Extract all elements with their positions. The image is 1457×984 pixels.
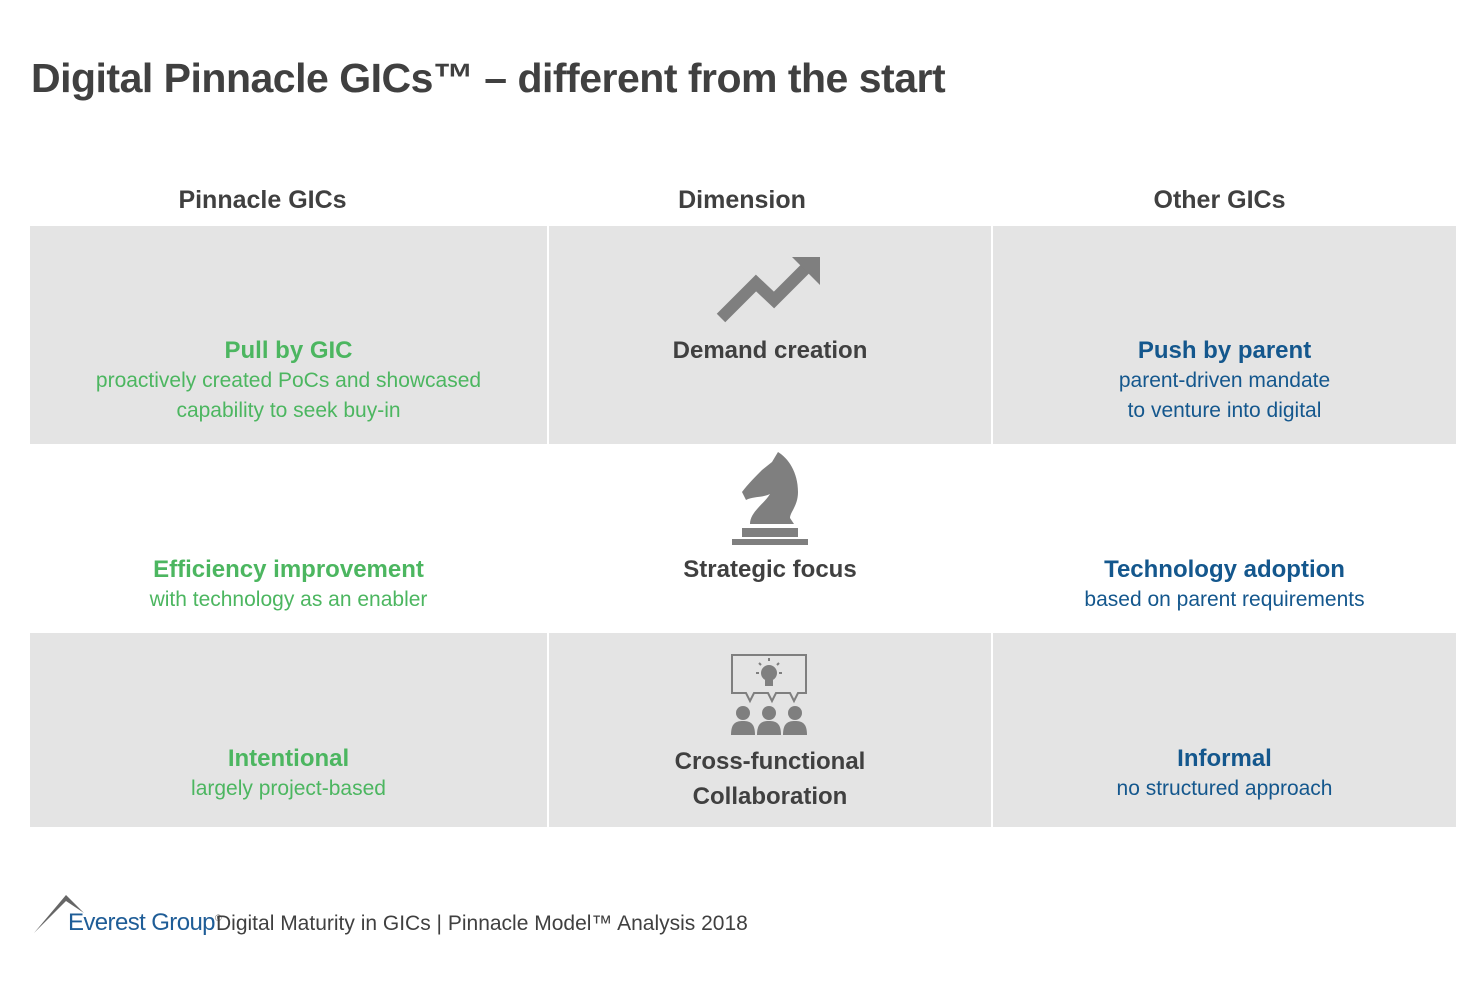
pinnacle-cell: Intentional largely project-based bbox=[30, 633, 547, 827]
registered-mark: ® bbox=[214, 913, 222, 923]
dimension-cell: Strategic focus bbox=[549, 444, 991, 633]
page-title: Digital Pinnacle GICs™ – different from … bbox=[31, 55, 946, 101]
pinnacle-detail: proactively created PoCs and showcased bbox=[95, 369, 482, 392]
column-header-pinnacle: Pinnacle GICs bbox=[178, 186, 347, 214]
pinnacle-cell: Efficiency improvement with technology a… bbox=[30, 444, 547, 633]
other-cell: Informal no structured approach bbox=[993, 633, 1456, 827]
pinnacle-heading: Intentional bbox=[227, 745, 350, 772]
pinnacle-detail: with technology as an enabler bbox=[149, 588, 428, 611]
dimension-label: Demand creation bbox=[672, 337, 868, 364]
other-cell: Technology adoption based on parent requ… bbox=[993, 444, 1456, 633]
dimension-label-line2: Collaboration bbox=[692, 783, 848, 810]
pinnacle-heading: Efficiency improvement bbox=[153, 556, 424, 583]
column-header-other: Other GICs bbox=[1153, 186, 1286, 214]
other-heading: Technology adoption bbox=[1104, 556, 1345, 583]
other-detail: parent-driven mandate bbox=[1118, 369, 1331, 392]
other-cell: Push by parent parent-driven mandate to … bbox=[993, 226, 1456, 444]
pinnacle-detail: capability to seek buy-in bbox=[176, 399, 401, 422]
comparison-row-strategic-focus: Efficiency improvement with technology a… bbox=[30, 444, 1456, 633]
other-heading: Informal bbox=[1177, 745, 1272, 772]
dimension-label: Cross-functional bbox=[674, 748, 866, 775]
trend-up-arrow-icon bbox=[716, 257, 820, 323]
pinnacle-detail: largely project-based bbox=[191, 777, 386, 800]
dimension-cell: Cross-functional Collaboration bbox=[549, 633, 991, 827]
dimension-cell: Demand creation bbox=[549, 226, 991, 444]
comparison-row-demand-creation: Pull by GIC proactively created PoCs and… bbox=[30, 226, 1456, 444]
comparison-row-collaboration: Intentional largely project-based Cross-… bbox=[30, 633, 1456, 827]
footer-text: Digital Maturity in GICs | Pinnacle Mode… bbox=[216, 912, 748, 935]
pinnacle-heading: Pull by GIC bbox=[224, 337, 353, 364]
column-header-dimension: Dimension bbox=[678, 186, 806, 214]
everest-mountain-logo-icon bbox=[34, 895, 84, 933]
dimension-label: Strategic focus bbox=[683, 556, 857, 583]
other-heading: Push by parent bbox=[1137, 337, 1312, 364]
pinnacle-cell: Pull by GIC proactively created PoCs and… bbox=[30, 226, 547, 444]
other-detail: to venture into digital bbox=[1127, 399, 1322, 422]
brand-logo: Everest Group® bbox=[68, 909, 222, 937]
chess-knight-icon bbox=[732, 452, 808, 545]
other-detail: no structured approach bbox=[1116, 777, 1333, 800]
team-idea-icon bbox=[731, 654, 807, 735]
other-detail: based on parent requirements bbox=[1084, 588, 1365, 611]
brand-name: Everest Group bbox=[68, 909, 216, 936]
